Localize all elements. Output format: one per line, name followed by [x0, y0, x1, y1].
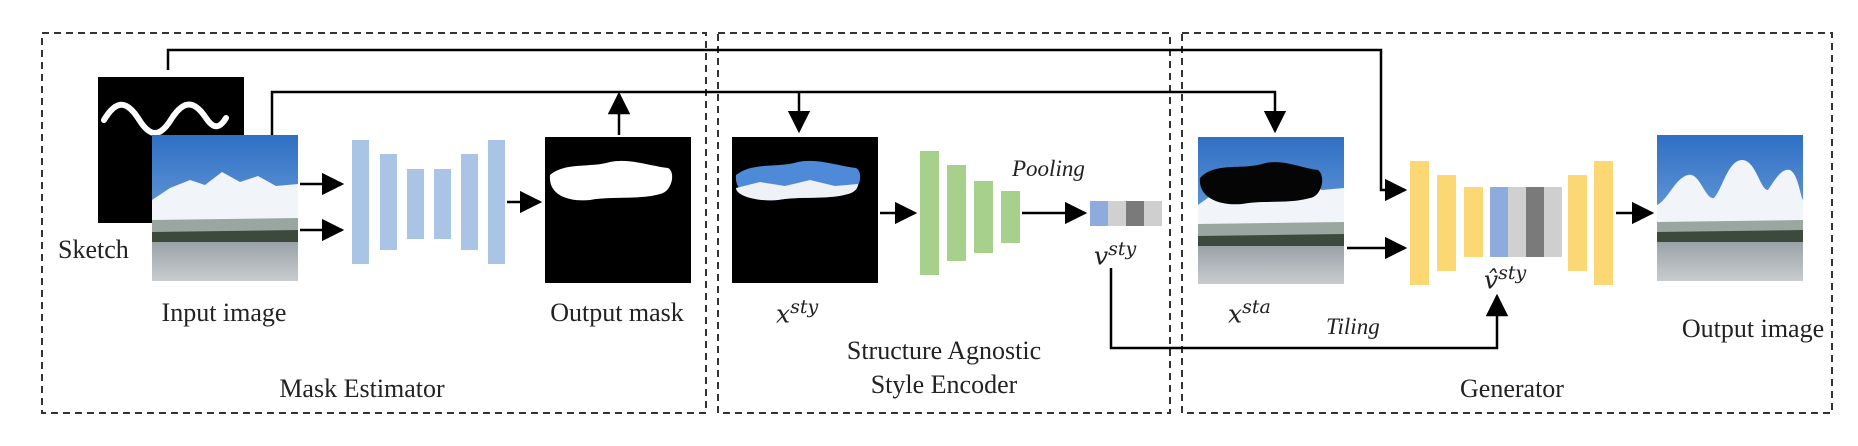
generator-box: [1181, 32, 1833, 414]
masked-style-image: [732, 137, 878, 283]
generator-network: [1410, 161, 1613, 285]
output-mask-image: [545, 137, 691, 283]
generator-title: Generator: [1460, 374, 1564, 403]
pooling-label: Pooling: [1012, 156, 1085, 181]
output-image: [1657, 135, 1803, 281]
style-encoder-box: [717, 32, 1171, 414]
mask-estimator-box: [41, 32, 707, 414]
x-sty-label: xsty: [776, 296, 819, 329]
style-encoder-title-line1: Structure Agnostic: [846, 336, 1042, 365]
mask-estimator-network: [352, 140, 505, 264]
style-encoder-title-line2: Style Encoder: [870, 370, 1018, 399]
structure-image: [1198, 137, 1344, 284]
input-image: [152, 135, 298, 281]
tiling-label: Tiling: [1326, 314, 1380, 339]
output-image-label: Output image: [1681, 314, 1825, 343]
mask-estimator-title: Mask Estimator: [279, 374, 445, 403]
input-image-label: Input image: [161, 298, 287, 327]
sketch-label: Sketch: [58, 235, 129, 264]
output-mask-label: Output mask: [550, 298, 684, 327]
style-vector: [1090, 201, 1162, 226]
v-sty-label: vsty: [1094, 238, 1137, 271]
style-encoder-network: [920, 151, 1020, 275]
x-sta-label: xsta: [1228, 296, 1271, 329]
v-hat-sty-label: v̂sty: [1484, 262, 1527, 295]
